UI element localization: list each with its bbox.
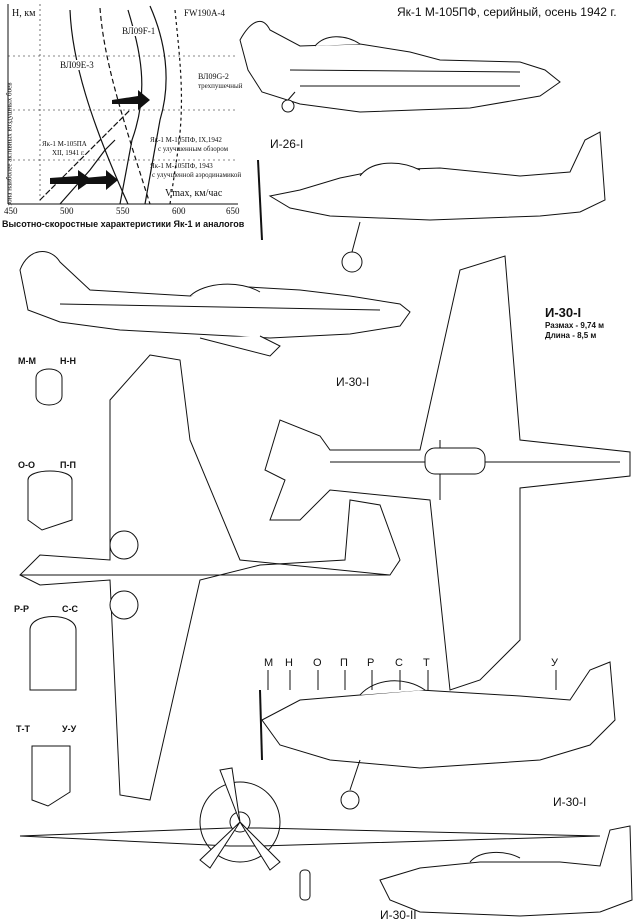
curve-fw190a4: FW190A-4 bbox=[184, 8, 225, 18]
i30-side-view bbox=[19, 251, 411, 357]
section-label-ss: С-С bbox=[62, 604, 78, 614]
curve-yak1-105pf-1943-note: с улучшенной аэродинамикой bbox=[152, 171, 242, 179]
section-label-uu: У-У bbox=[62, 724, 77, 734]
label-i30-bottom: И-30-I bbox=[553, 795, 587, 809]
station-letter-o: О bbox=[313, 657, 322, 669]
chart-x-tick-500: 500 bbox=[60, 206, 74, 216]
page-title: Як-1 М-105ПФ, серийный, осень 1942 г. bbox=[397, 5, 617, 19]
chart-x-tick-450: 450 bbox=[4, 206, 18, 216]
chart-curves bbox=[39, 5, 183, 205]
i30-bottom-view bbox=[19, 354, 401, 801]
station-letter-t: Т bbox=[423, 657, 430, 669]
chart-y-axis-label: H, км bbox=[12, 8, 36, 19]
chart-x-tick-550: 550 bbox=[116, 206, 130, 216]
curve-yak1-105pf-1942: Як-1 М-105ПФ, IX,1942 bbox=[150, 136, 222, 144]
i30-top-view bbox=[264, 255, 631, 691]
section-label-mm: М-М bbox=[18, 356, 36, 366]
chart-x-tick-650: 650 bbox=[226, 206, 240, 216]
curve-yak1-105pf-1942-note: с улучшенным обзором bbox=[158, 145, 229, 153]
station-letter-n: Н bbox=[285, 657, 293, 669]
chart-x-axis-label: Vmax, км/час bbox=[165, 188, 223, 199]
curve-bf109g2: ВЛ09G-2 bbox=[198, 72, 229, 81]
curve-yak1-105pa-date: XII, 1941 г. bbox=[52, 149, 85, 157]
chart-side-note: зона наиболее активных воздушных боев bbox=[5, 82, 14, 206]
curve-bf109f1: ВЛ09F-1 bbox=[122, 26, 156, 36]
i30-ii-side-view bbox=[379, 825, 633, 917]
i30-front-view bbox=[19, 767, 601, 901]
station-letter-u: У bbox=[551, 657, 558, 669]
station-ticks bbox=[267, 670, 557, 690]
station-letter-s: С bbox=[395, 657, 403, 669]
chart-arrows bbox=[50, 90, 150, 190]
station-letter-p: П bbox=[340, 657, 348, 669]
i26-side-view-1 bbox=[239, 20, 561, 113]
section-label-pp: П-П bbox=[60, 460, 76, 470]
label-i26: И-26-I bbox=[270, 137, 304, 151]
section-label-nn: Н-Н bbox=[60, 356, 76, 366]
section-shapes bbox=[27, 368, 77, 807]
section-label-tt: Т-Т bbox=[16, 724, 30, 734]
chart-frame bbox=[7, 4, 238, 205]
curve-yak1-105pf-1943: Як-1 М-105ПФ, 1943 bbox=[150, 162, 213, 170]
label-i30-top-view: И-30-I bbox=[545, 305, 582, 320]
curve-bf109g2-note: трехпушечный bbox=[198, 82, 243, 90]
i30-side-view-lower bbox=[259, 661, 616, 810]
curve-yak1-105pa: Як-1 М-105ПА bbox=[42, 140, 87, 148]
section-label-rr: Р-Р bbox=[14, 604, 30, 614]
curve-bf109e3: ВЛ09Е-3 bbox=[60, 60, 94, 70]
label-i30-ii: И-30-II bbox=[380, 908, 417, 922]
chart-x-tick-600: 600 bbox=[172, 206, 186, 216]
label-length: Длина - 8,5 м bbox=[545, 331, 597, 340]
station-letter-r: Р bbox=[367, 657, 375, 669]
i26-side-view-2 bbox=[257, 131, 606, 273]
station-letter-m: М bbox=[264, 657, 274, 669]
label-span: Размах - 9,74 м bbox=[545, 321, 605, 330]
section-label-oo: О-О bbox=[18, 460, 35, 470]
label-i30-side: И-30-I bbox=[336, 375, 370, 389]
chart-caption: Высотно-скоростные характеристики Як-1 и… bbox=[2, 219, 245, 229]
